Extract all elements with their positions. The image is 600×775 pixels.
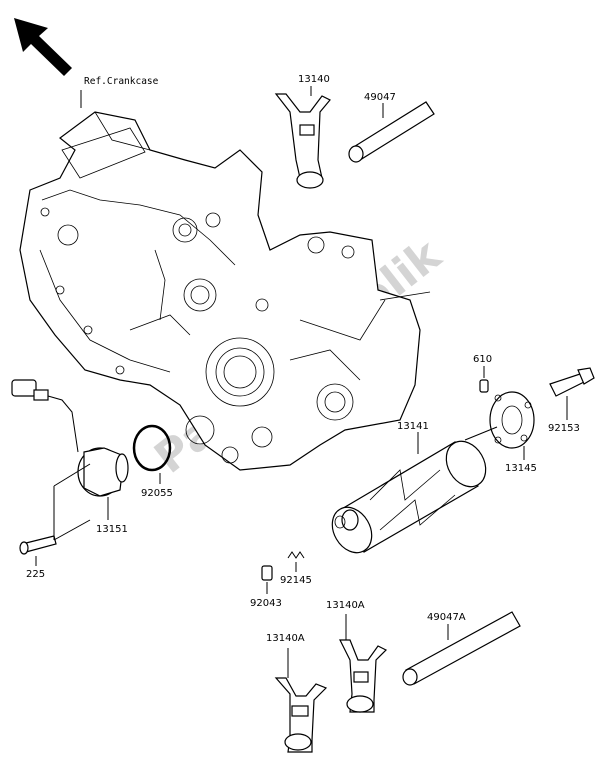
label-225: 225 (26, 569, 45, 580)
shift-rod-49047a (402, 611, 521, 686)
o-ring-92055 (132, 424, 172, 472)
label-13140a-left: 13140A (266, 633, 305, 644)
pin-92043 (261, 565, 273, 581)
label-13141: 13141 (397, 421, 429, 432)
label-92055: 92055 (141, 488, 173, 499)
bolt-92153 (549, 367, 595, 397)
spring-92145 (287, 551, 305, 559)
label-92153: 92153 (548, 423, 580, 434)
shift-fork-13140a-right (339, 639, 388, 713)
shift-fork-13140 (274, 93, 331, 189)
label-13145: 13145 (505, 463, 537, 474)
label-92043: 92043 (250, 598, 282, 609)
label-13151: 13151 (96, 524, 128, 535)
label-610: 610 (473, 354, 492, 365)
shift-rod-49047 (348, 101, 435, 163)
shift-drum-13141 (331, 440, 487, 554)
label-13140a-right: 13140A (326, 600, 365, 611)
label-49047: 49047 (364, 92, 396, 103)
ref-crankcase-label: Ref.Crankcase (84, 76, 159, 87)
drum-cam-13145 (489, 391, 535, 449)
bolt-225 (19, 535, 57, 555)
shift-fork-13140a-left (274, 677, 328, 753)
label-13140: 13140 (298, 74, 330, 85)
arrow-up-left-icon (14, 18, 72, 76)
pin-610 (479, 379, 489, 393)
label-92145: 92145 (280, 575, 312, 586)
crankcase (19, 111, 431, 471)
sensor-13151 (11, 379, 129, 497)
label-49047a: 49047A (427, 612, 466, 623)
